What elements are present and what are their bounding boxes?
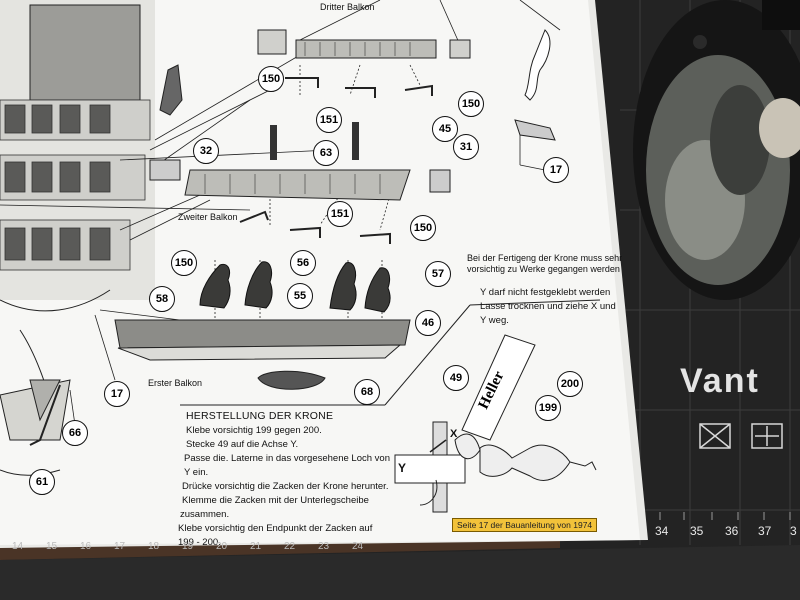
mat-symbols-icon <box>699 423 783 449</box>
crown-statues-drawing <box>199 261 391 313</box>
bottom-ruler-15: 15 <box>46 541 58 552</box>
axis-x-label: X <box>450 428 458 440</box>
part-callout-56: 56 <box>290 250 316 276</box>
part-callout-63: 63 <box>313 140 339 166</box>
mat-ruler-36: 36 <box>725 524 739 538</box>
section-title: HERSTELLUNG DER KRONE <box>186 410 334 422</box>
instruction-line-7: zusammen. <box>180 509 230 520</box>
crown-assembly-drawing <box>394 334 597 513</box>
mat-brand-label: Vant <box>680 362 760 400</box>
instruction-line-3: Passe die. Laterne in das vorgesehene Lo… <box>184 453 390 464</box>
instruction-line-2: Stecke 49 auf die Achse Y. <box>186 439 299 450</box>
mat-ruler-38: 3 <box>790 524 797 538</box>
bottom-ruler-17: 17 <box>114 541 126 552</box>
instruction-line-1: Klebe vorsichtig 199 gegen 200. <box>186 425 322 436</box>
instruction-line-6: Klemme die Zacken mit der Unterlegscheib… <box>182 495 369 506</box>
bottom-ruler-18: 18 <box>148 541 160 552</box>
part-callout-151: 151 <box>316 107 342 133</box>
instruction-line-5: Drücke vorsichtig die Zacken der Krone h… <box>182 481 389 492</box>
mast-figure-drawing <box>514 29 556 141</box>
third-balcony-label: Dritter Balkon <box>320 2 375 12</box>
part-callout-55: 55 <box>287 283 313 309</box>
second-balcony-drawing <box>149 159 451 201</box>
first-balcony-drawing <box>114 319 411 390</box>
part-callout-150: 150 <box>171 250 197 276</box>
bottom-ruler-24: 24 <box>352 541 364 552</box>
bracket-parts <box>239 77 433 244</box>
part-callout-46: 46 <box>415 310 441 336</box>
page-caption: Seite 17 der Bauanleitung von 1974 <box>452 518 598 532</box>
instruction-line-8: Klebe vorsichtig den Endpunkt der Zacken… <box>178 523 373 534</box>
part-callout-151: 151 <box>327 201 353 227</box>
instruction-line-9: 199 - 200. <box>178 537 221 548</box>
axis-y-label: Y <box>398 461 407 475</box>
part-callout-150: 150 <box>410 215 436 241</box>
computer-mouse <box>633 0 800 300</box>
column-figures-drawing <box>270 122 359 160</box>
bottom-ruler-16: 16 <box>80 541 92 552</box>
part-callout-150: 150 <box>258 66 284 92</box>
second-balcony-label: Zweiter Balkon <box>178 212 238 222</box>
crown-note-line-1: Bei der Fertigeng der Krone muss sehr <box>467 253 623 263</box>
part-callout-17: 17 <box>104 381 130 407</box>
mat-ruler-35: 35 <box>690 524 704 538</box>
bottom-ruler-22: 22 <box>284 541 296 552</box>
bottom-ruler-20: 20 <box>216 541 228 552</box>
statue-drawing <box>159 64 183 116</box>
part-callout-49: 49 <box>443 365 469 391</box>
part-callout-68: 68 <box>354 379 380 405</box>
third-balcony-drawing <box>257 29 471 59</box>
bottom-ruler-23: 23 <box>318 541 330 552</box>
ship-stern-drawing <box>0 0 155 441</box>
first-balcony-label: Erster Balkon <box>148 378 203 388</box>
bottom-ruler-14: 14 <box>12 541 24 552</box>
crown-note-line-2: vorsichtig zu Werke gegangen werden <box>467 264 620 274</box>
y-note-line-2: Lasse trocknen und ziehe X und <box>480 301 616 312</box>
y-note-line-3: Y weg. <box>480 315 509 326</box>
part-callout-150: 150 <box>458 91 484 117</box>
part-callout-200: 200 <box>557 371 583 397</box>
part-callout-31: 31 <box>453 134 479 160</box>
part-callout-199: 199 <box>535 395 561 421</box>
cutting-mat-edge <box>0 545 800 600</box>
y-note-line-1: Y darf nicht festgeklebt werden <box>480 287 611 298</box>
instruction-line-4: Y ein. <box>184 467 209 478</box>
bottom-ruler-21: 21 <box>250 541 262 552</box>
part-callout-17: 17 <box>543 157 569 183</box>
bottom-ruler-19: 19 <box>182 541 194 552</box>
part-callout-58: 58 <box>149 286 175 312</box>
mat-ruler-34: 34 <box>655 524 669 538</box>
part-callout-32: 32 <box>193 138 219 164</box>
mat-ruler-ticks <box>659 512 791 520</box>
part-callout-66: 66 <box>62 420 88 446</box>
mat-ruler-37: 37 <box>758 524 772 538</box>
part-callout-61: 61 <box>29 469 55 495</box>
part-callout-57: 57 <box>425 261 451 287</box>
section-divider <box>180 299 601 406</box>
part-callout-45: 45 <box>432 116 458 142</box>
